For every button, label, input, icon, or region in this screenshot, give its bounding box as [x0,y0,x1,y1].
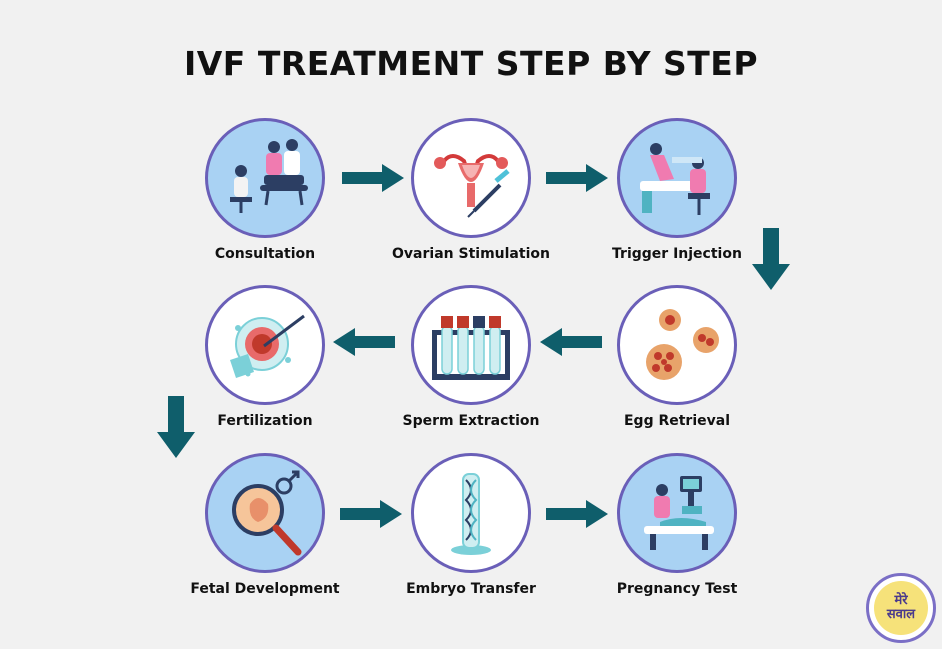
arrow-left-icon [333,328,395,356]
step-label: Trigger Injection [612,246,742,262]
ultrasound-icon [617,453,737,573]
step-label: Sperm Extraction [402,413,540,429]
consultation-icon [205,118,325,238]
step-label: Fertilization [217,413,313,429]
logo-text-line2: सवाल [886,607,916,622]
step-label: Consultation [214,246,316,262]
dna-tube-icon [411,453,531,573]
micro-injection-icon [205,285,325,405]
step-label: Ovarian Stimulation [392,246,550,262]
arrow-right-icon [340,500,402,528]
eggs-icon [617,285,737,405]
clinic-chair-icon [617,118,737,238]
logo-badge: मेरे सवाल [874,581,928,635]
logo-text-line1: मेरे [894,593,908,608]
magnifier-fetus-icon [205,453,325,573]
step-label: Fetal Development [190,581,340,597]
arrow-left-icon [540,328,602,356]
uterus-syringe-icon [411,118,531,238]
test-tubes-icon [411,285,531,405]
arrow-right-icon [546,500,608,528]
step-label: Embryo Transfer [406,581,536,597]
arrow-down-icon [752,228,790,290]
page-title: IVF TREATMENT STEP BY STEP [183,44,759,83]
arrow-right-icon [342,164,404,192]
arrow-right-icon [546,164,608,192]
brand-logo: मेरे सवाल [866,573,936,643]
arrow-down-icon [157,396,195,458]
step-label: Pregnancy Test [616,581,738,597]
step-label: Egg Retrieval [623,413,731,429]
